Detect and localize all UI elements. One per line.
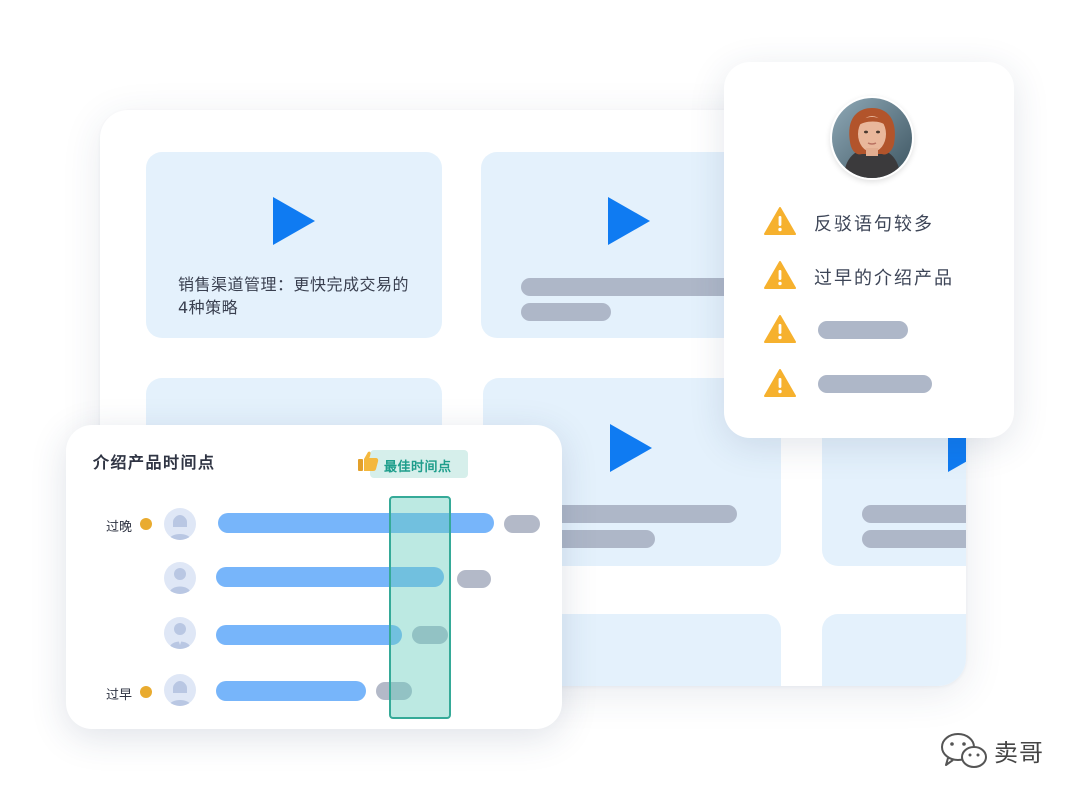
progress-bar bbox=[216, 567, 444, 587]
best-time-zone bbox=[389, 496, 451, 719]
thumbs-up-icon bbox=[358, 451, 379, 471]
placeholder-bar bbox=[818, 321, 908, 339]
video-tile-featured[interactable]: 销售渠道管理：更快完成交易的4种策略 bbox=[146, 152, 442, 338]
progress-bar bbox=[216, 625, 402, 645]
video-tile[interactable] bbox=[822, 614, 966, 686]
issues-card: 反驳语句较多 过早的介绍产品 bbox=[724, 62, 1014, 438]
person-suit-icon bbox=[164, 617, 196, 649]
late-dot bbox=[140, 518, 152, 530]
placeholder-bar bbox=[521, 303, 611, 321]
issue-label: 过早的介绍产品 bbox=[814, 268, 954, 289]
best-time-label: 最佳时间点 bbox=[384, 460, 452, 475]
late-label: 过晚 bbox=[106, 520, 133, 535]
card-title: 介绍产品时间点 bbox=[93, 453, 216, 472]
progress-bar bbox=[216, 681, 366, 701]
timing-card: 介绍产品时间点 最佳时间点 过晚 过早 bbox=[66, 425, 562, 729]
warning-icon bbox=[764, 369, 796, 397]
placeholder-bar bbox=[862, 530, 966, 548]
early-label: 过早 bbox=[106, 688, 133, 703]
issue-label: 反驳语句较多 bbox=[814, 214, 934, 235]
warning-icon bbox=[764, 315, 796, 343]
person-female-icon bbox=[164, 674, 196, 706]
person-male-icon bbox=[164, 562, 196, 594]
wechat-icon bbox=[941, 733, 987, 768]
placeholder-bar bbox=[376, 682, 412, 700]
warning-icon bbox=[764, 207, 796, 235]
placeholder-bar bbox=[553, 530, 655, 548]
video-title: 销售渠道管理：更快完成交易的4种策略 bbox=[178, 275, 410, 317]
progress-bar bbox=[218, 513, 494, 533]
play-icon[interactable] bbox=[608, 197, 650, 245]
person-female-icon bbox=[164, 508, 196, 540]
placeholder-bar bbox=[412, 626, 448, 644]
placeholder-bar bbox=[553, 505, 737, 523]
placeholder-bar bbox=[862, 505, 966, 523]
best-time-badge: 最佳时间点 bbox=[370, 450, 468, 478]
placeholder-bar bbox=[504, 515, 540, 533]
placeholder-bar bbox=[818, 375, 932, 393]
placeholder-bar bbox=[457, 570, 491, 588]
placeholder-bar bbox=[521, 278, 741, 296]
avatar bbox=[830, 96, 914, 180]
warning-icon bbox=[764, 261, 796, 289]
watermark-text: 卖哥 bbox=[994, 739, 1044, 767]
play-icon[interactable] bbox=[273, 197, 315, 245]
play-icon[interactable] bbox=[610, 424, 652, 472]
early-dot bbox=[140, 686, 152, 698]
